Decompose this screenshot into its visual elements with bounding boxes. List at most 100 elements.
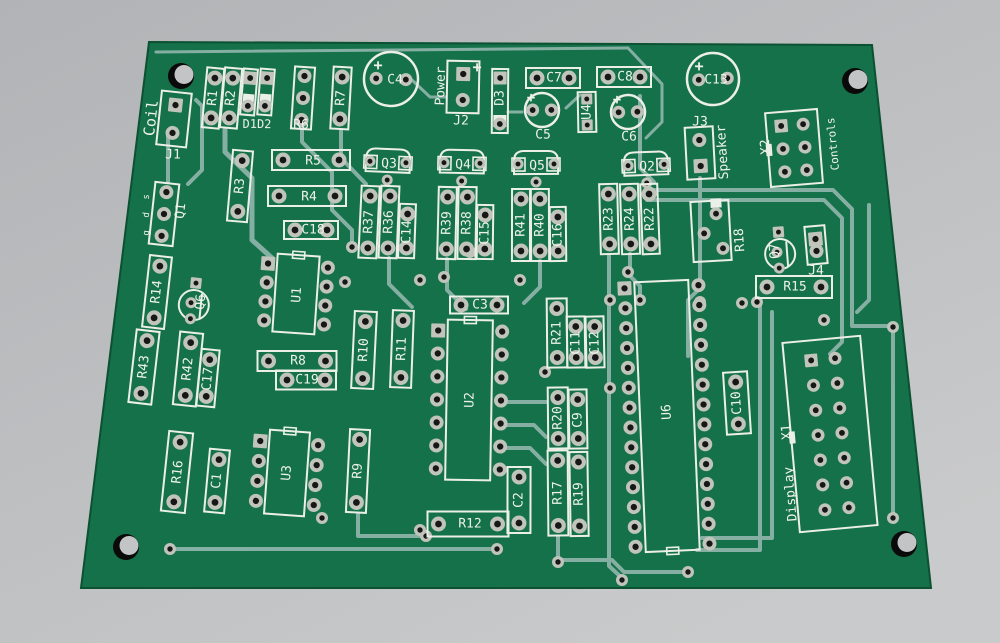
pad-hole [536, 247, 544, 255]
silkscreen-label-c17: C17 [199, 367, 216, 392]
pad-hole [493, 301, 501, 309]
pad-hole [732, 378, 740, 386]
pad-hole [542, 369, 548, 375]
silkscreen-label-q6: Q6 [193, 293, 209, 310]
silkscreen-label-r4: R4 [301, 189, 317, 204]
component-R14 [140, 253, 174, 331]
pad-hole [890, 324, 896, 330]
silkscreen-label-c10: C10 [729, 391, 745, 415]
component-R5 [271, 149, 351, 171]
pad-hole [323, 283, 330, 290]
copper-trace [653, 188, 895, 328]
component-C15 [475, 203, 495, 261]
silk-outline [755, 275, 833, 299]
pad-hole [584, 122, 590, 128]
silkscreen-label-r21: R21 [549, 321, 564, 345]
pad-hole [279, 156, 287, 164]
pad-hole [553, 354, 561, 361]
silkscreen-label-c11: C11 [568, 331, 583, 355]
pad-hole [630, 503, 638, 511]
pad-hole [324, 264, 332, 271]
silkscreen-label-j2: J2 [453, 113, 469, 128]
silk-outline [289, 65, 317, 131]
pad-hole [498, 374, 505, 381]
pad-hole [188, 300, 194, 306]
hole-through [897, 533, 917, 552]
pad-hole [553, 305, 561, 312]
pin-mark [788, 431, 796, 444]
silkscreen-label-q2: Q2 [639, 159, 655, 174]
component-R39 [436, 185, 458, 261]
silk-outline [256, 67, 276, 117]
pad-hole [244, 103, 251, 109]
pad-hole [720, 245, 726, 252]
silkscreen-label-+: + [472, 58, 481, 76]
pad-hole [402, 76, 409, 83]
mounting-hole [842, 68, 868, 94]
notch [665, 546, 680, 556]
silk-outline [618, 182, 642, 256]
pad-hole [800, 121, 807, 128]
component-C4 [362, 50, 420, 108]
pad-hole [817, 457, 824, 463]
pad-hole [497, 443, 504, 450]
pad-hole [321, 376, 329, 384]
pad-hole [703, 480, 711, 488]
silk-outline [344, 427, 372, 515]
pad-hole [781, 168, 788, 175]
component-C3 [449, 295, 509, 315]
component-D3 [490, 67, 510, 135]
pad-hole [397, 374, 405, 381]
pad-hole [696, 301, 703, 309]
silk-outline [598, 182, 620, 256]
pad-hole [252, 497, 260, 504]
pad-hole [494, 520, 501, 528]
component-R8 [256, 350, 338, 372]
silkscreen-label-+: + [613, 92, 622, 108]
pad-hole [803, 167, 810, 173]
pad-hole [163, 188, 170, 196]
pad-hole [417, 277, 423, 283]
pad-hole [137, 389, 145, 397]
pad-hole [780, 145, 786, 152]
pad-hole [257, 437, 264, 445]
component-R2 [218, 66, 244, 130]
silk-outline [546, 449, 570, 537]
pad-frame [655, 157, 672, 173]
pad-hole [702, 460, 710, 468]
pad-hole [890, 515, 896, 521]
component-J2 [445, 59, 481, 115]
pad-hole [839, 429, 845, 436]
pad-hole [627, 424, 634, 431]
copper-trace [387, 256, 414, 309]
pad-hole [181, 391, 189, 399]
component-C6 [609, 93, 647, 131]
pad-hole [626, 404, 633, 411]
silkscreen-label-r9: R9 [350, 463, 366, 479]
pad-hole [607, 297, 613, 303]
pad-hole [349, 244, 355, 250]
pad-hole [313, 461, 320, 469]
pad-hole [625, 384, 632, 391]
flat-side [198, 293, 203, 319]
pad-hole [631, 523, 638, 531]
pad-hole [713, 210, 719, 217]
mounting-hole [891, 531, 917, 557]
ecap-outline [685, 51, 741, 107]
pad-hole [632, 543, 639, 550]
silkscreen-label-r15: R15 [783, 279, 807, 294]
pad-hole [150, 314, 158, 322]
silkscreen-label-c6: C6 [621, 129, 637, 144]
pin-mark [765, 143, 773, 157]
silk-outline [155, 89, 193, 149]
pad-hole [362, 318, 369, 325]
pad-hole [554, 457, 562, 464]
component-J3 [683, 125, 717, 181]
silk-outline [803, 224, 829, 266]
silkscreen-label-c2: C2 [511, 492, 526, 508]
silkscreen-label-c18: C18 [301, 222, 325, 237]
silk-outline [444, 318, 494, 482]
silkscreen-label-r23: R23 [601, 207, 617, 231]
pad-frame [437, 155, 452, 171]
silk-outline [584, 315, 606, 369]
